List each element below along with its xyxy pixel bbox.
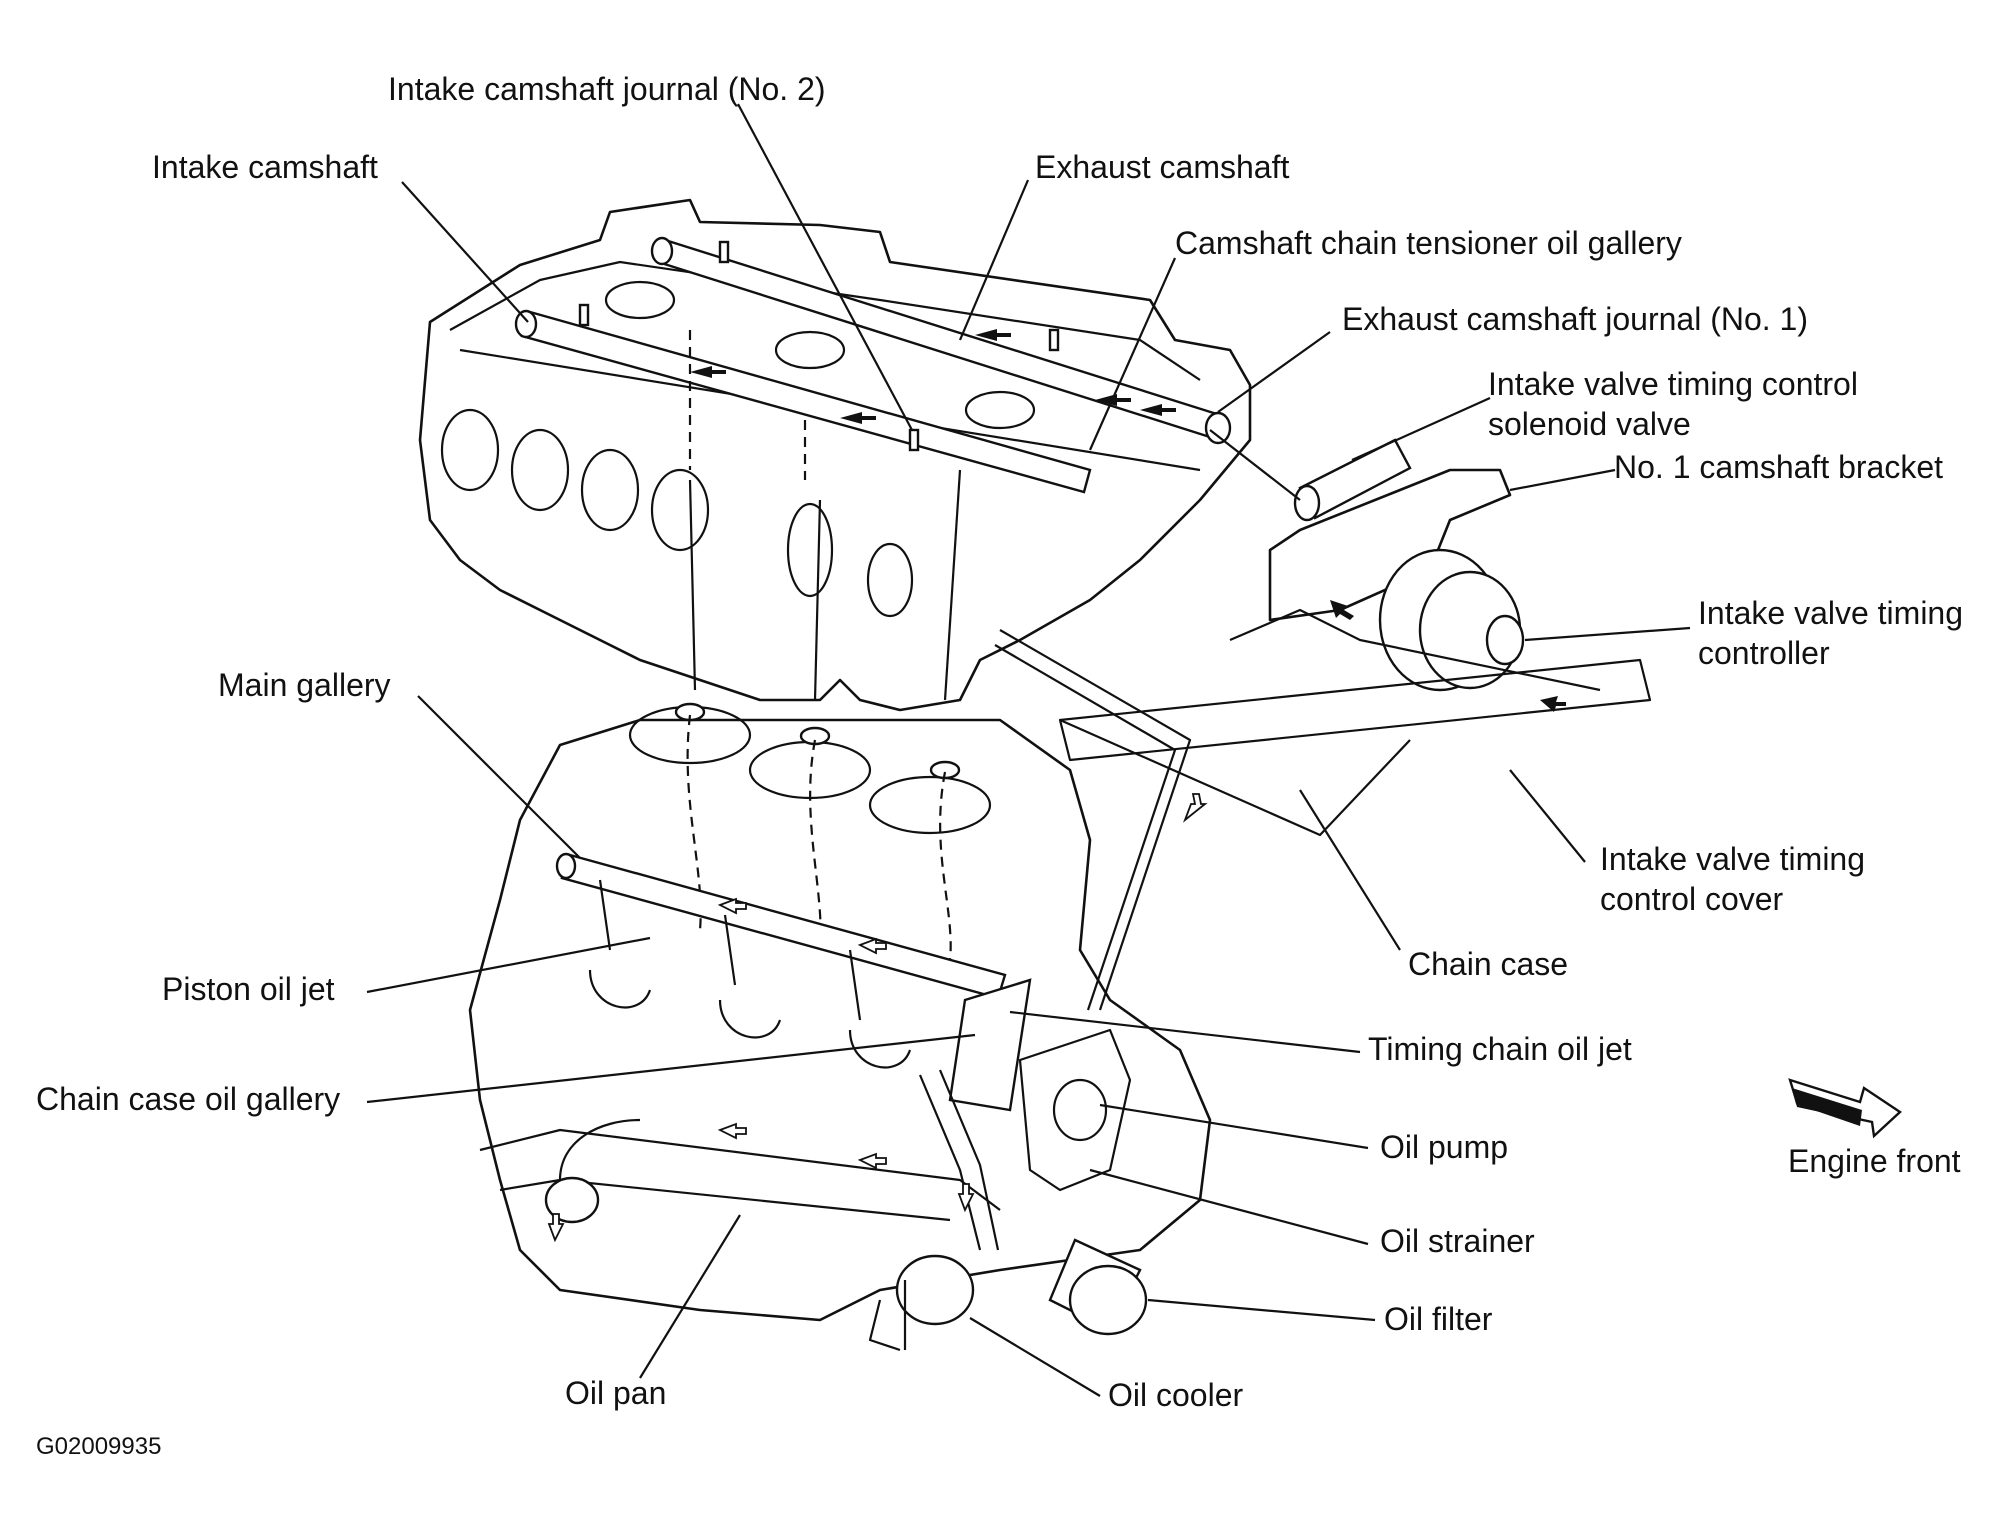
cylinder-head (418, 198, 1652, 837)
label-no1-camshaft-bracket: No. 1 camshaft bracket (1614, 449, 1943, 485)
label-ivt-controller-line1: Intake valve timing (1698, 595, 1963, 631)
label-camshaft-chain-tensioner-oil-gallery: Camshaft chain tensioner oil gallery (1175, 225, 1682, 261)
leader-lines (366, 103, 1691, 1397)
label-ivtc-solenoid-valve-line1: Intake valve timing control (1488, 366, 1858, 402)
label-chain-case: Chain case (1408, 946, 1568, 982)
label-intake-camshaft: Intake camshaft (152, 149, 378, 185)
label-ivtc-cover-line1: Intake valve timing (1600, 841, 1865, 877)
label-oil-pump: Oil pump (1380, 1129, 1508, 1165)
cylinder-block (468, 629, 1212, 1352)
label-ivtc-cover-line2: control cover (1600, 881, 1784, 917)
callout-labels: Intake camshaft journal (No. 2) Intake c… (36, 71, 1963, 1460)
label-intake-camshaft-journal-2: Intake camshaft journal (No. 2) (388, 71, 826, 107)
label-oil-cooler: Oil cooler (1108, 1377, 1244, 1413)
figure-code: G02009935 (36, 1433, 161, 1460)
label-ivt-controller-line2: controller (1698, 635, 1830, 671)
label-piston-oil-jet: Piston oil jet (162, 971, 335, 1007)
label-engine-front: Engine front (1788, 1143, 1961, 1179)
label-timing-chain-oil-jet: Timing chain oil jet (1368, 1031, 1632, 1067)
label-exhaust-camshaft: Exhaust camshaft (1035, 149, 1289, 185)
label-oil-filter: Oil filter (1384, 1301, 1493, 1337)
label-ivtc-solenoid-valve-line2: solenoid valve (1488, 406, 1691, 442)
right-arrow-icon (1788, 1078, 1902, 1139)
label-oil-strainer: Oil strainer (1380, 1223, 1535, 1259)
label-oil-pan: Oil pan (565, 1375, 666, 1411)
label-exhaust-camshaft-journal-1: Exhaust camshaft journal (No. 1) (1342, 301, 1808, 337)
label-main-gallery: Main gallery (218, 667, 391, 703)
label-chain-case-oil-gallery: Chain case oil gallery (36, 1081, 340, 1117)
